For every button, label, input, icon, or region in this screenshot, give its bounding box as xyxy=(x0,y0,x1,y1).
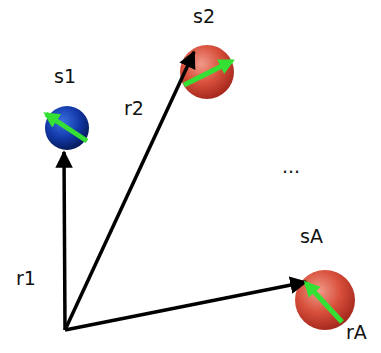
spin-arrow xyxy=(184,61,232,85)
spin-label: s2 xyxy=(193,6,215,27)
position-vector xyxy=(65,52,194,330)
particle-red xyxy=(295,270,355,330)
particle-red xyxy=(180,45,234,99)
spin-label: sA xyxy=(300,226,323,247)
vector-label: r2 xyxy=(124,98,144,119)
spin-arrow xyxy=(46,114,87,141)
ellipsis-label: ... xyxy=(282,156,300,177)
spin-label: s1 xyxy=(54,66,76,87)
position-vector xyxy=(65,282,306,330)
vector-label: rA xyxy=(346,322,367,343)
spin-arrow xyxy=(306,283,342,322)
position-vector xyxy=(64,152,65,330)
vector-label: r1 xyxy=(16,268,36,289)
particle-blue xyxy=(45,106,89,150)
